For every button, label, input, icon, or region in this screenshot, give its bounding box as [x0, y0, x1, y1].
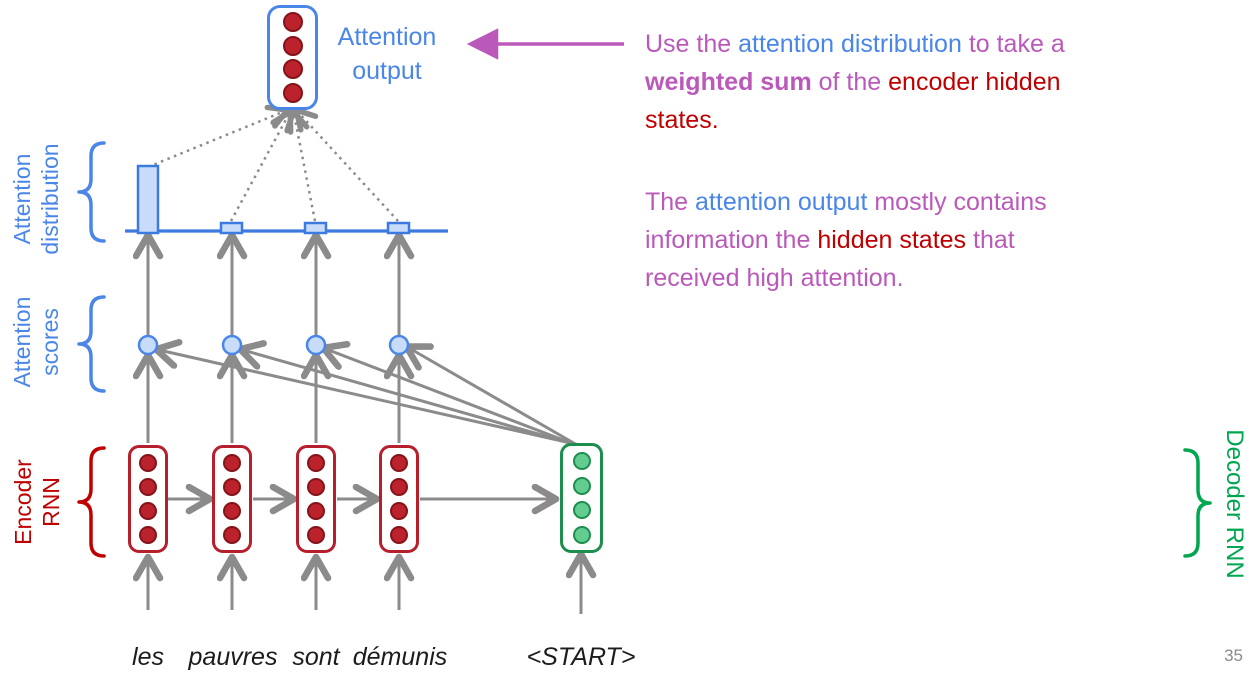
state-dot [282, 59, 303, 80]
state-dot [572, 476, 591, 495]
score-to-distribution-arrows [148, 238, 399, 335]
state-dot [223, 526, 241, 544]
state-dot [282, 35, 303, 56]
attention-score-circles [137, 334, 410, 356]
state-dot [139, 454, 157, 472]
attention-output-vector [267, 5, 318, 110]
annotation-paragraph-2: The attention output mostly contains inf… [645, 183, 1225, 297]
state-dot [307, 454, 325, 472]
state-dot [572, 452, 591, 471]
annotation-line: Use the attention distribution to take a [645, 30, 1065, 58]
state-dot [390, 478, 408, 496]
state-dot [572, 501, 591, 520]
state-dot [223, 478, 241, 496]
score-circle [305, 334, 327, 356]
score-circle [137, 334, 159, 356]
decoder-hidden-state [560, 443, 603, 553]
decoder-token-start: <START> [526, 643, 636, 671]
encoder-token-1: les [132, 643, 164, 671]
state-dot [390, 454, 408, 472]
attention-bar-high [136, 164, 160, 235]
state-dot [223, 454, 241, 472]
decoder-rnn-brace [1183, 448, 1212, 558]
encoder-token-2: pauvres [188, 643, 278, 671]
attention-scores-label: Attention scores [9, 296, 63, 388]
annotation-line: weighted sum of the encoder hidden [645, 68, 1061, 96]
state-dot [307, 478, 325, 496]
encoder-hidden-state-4 [379, 445, 419, 553]
attention-bar-low [219, 221, 244, 235]
page-number: 35 [1224, 646, 1243, 665]
state-dot [282, 11, 303, 32]
attention-bar-low [386, 221, 411, 235]
decoder-rnn-label: Decoder RNN [1221, 429, 1248, 579]
attention-distribution-brace [77, 141, 106, 243]
state-dot [223, 502, 241, 520]
score-circle [388, 334, 410, 356]
input-arrows [148, 557, 581, 614]
state-dot [390, 526, 408, 544]
encoder-token-4: démunis [352, 643, 448, 671]
state-dot [572, 525, 591, 544]
encoder-rnn-brace [77, 446, 106, 558]
annotation-line: states. [645, 106, 719, 134]
encoder-hidden-state-2 [212, 445, 252, 553]
annotation-paragraph-1: Use the attention distribution to take a… [645, 25, 1225, 139]
score-circle [221, 334, 243, 356]
encoder-to-score-arrows [148, 358, 399, 443]
attention-scores-brace [77, 295, 106, 393]
annotation-line: information the hidden states that [645, 226, 1015, 254]
state-dot [307, 502, 325, 520]
encoder-hidden-state-3 [296, 445, 336, 553]
state-dot [139, 526, 157, 544]
attention-distribution-bars [136, 164, 411, 235]
state-dot [390, 502, 408, 520]
annotation-line: received high attention. [645, 264, 904, 292]
encoder-token-3: sont [292, 643, 340, 671]
state-dot [139, 502, 157, 520]
attention-output-label: Attention output [337, 23, 437, 85]
encoder-rnn-label: Encoder RNN [10, 459, 64, 545]
weighted-sum-dotted-lines [147, 111, 399, 222]
state-dot [307, 526, 325, 544]
encoder-hidden-state-1 [128, 445, 168, 553]
annotation-line: The attention output mostly contains [645, 188, 1047, 216]
decoder-to-score-arrows [159, 348, 585, 451]
attention-bar-low [303, 221, 328, 235]
state-dot [282, 83, 303, 104]
state-dot [139, 478, 157, 496]
